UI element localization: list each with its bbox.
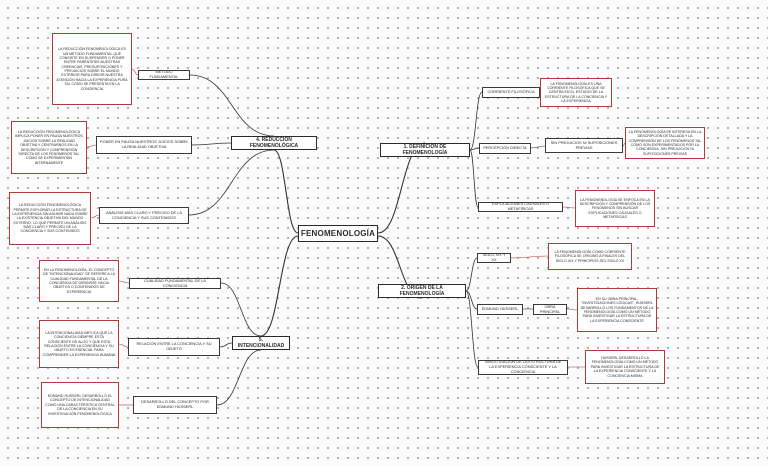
- definicion-mid-prejuicios[interactable]: SIN PREJUICIOS NI SUPOSICIONES PREVIAS: [545, 138, 623, 153]
- origen-sub-husserl[interactable]: EDMUND HUSSERL: [477, 304, 523, 315]
- connector-line: [530, 145, 546, 149]
- connector-line: [118, 280, 130, 284]
- connector-line: [86, 144, 97, 148]
- connector-line: [622, 142, 626, 147]
- branch-origen[interactable]: 2. ORIGEN DE LA FENOMENOLOGÍA: [378, 284, 466, 298]
- reduccion-sub-pausa[interactable]: PONER EN PAUSA NUESTROS JUICIOS SOBRE LA…: [96, 136, 192, 154]
- origen-note-investigacion[interactable]: HUSSERL DESARROLLÓ LA FENOMENOLOGÍA COMO…: [585, 350, 665, 384]
- connector-line: [216, 349, 262, 406]
- connector-line: [188, 149, 275, 216]
- definicion-sub-corriente[interactable]: CORRIENTE FILOSÓFICA: [482, 87, 540, 98]
- origen-note-obra[interactable]: EN SU OBRA PRINCIPAL, "INVESTIGACIONES L…: [577, 288, 657, 332]
- reduccion-note-metodo[interactable]: LA REDUCCIÓN FENOMENOLÓGICA ES UN MÉTODO…: [52, 33, 132, 105]
- branch-definicion[interactable]: 1. DEFINICIÓN DE FENOMENOLOGÍA: [380, 143, 470, 157]
- connector-line: [90, 214, 100, 219]
- intencionalidad-note-cualidad[interactable]: EN LA FENOMENOLOGÍA, EL CONCEPTO DE "INT…: [39, 260, 119, 302]
- definicion-note-percepcion[interactable]: LA FENOMENOLOGÍA SE INTERESA EN LA DESCR…: [625, 127, 705, 159]
- connector-line: [469, 149, 479, 208]
- connector-line: [566, 308, 578, 311]
- connector-line: [260, 235, 299, 337]
- connector-line: [219, 342, 233, 348]
- branch-reduccion[interactable]: 4. REDUCCIÓN FENOMENOLÓGICA: [231, 136, 317, 150]
- origen-mid-obra[interactable]: OBRA PRINCIPAL: [533, 304, 567, 315]
- reduccion-note-analisis[interactable]: LA REDUCCIÓN FENOMENOLÓGICA PERMITE EXPL…: [9, 192, 91, 245]
- origen-note-siglo[interactable]: LA FENOMENOLOGÍA COMO CORRIENTE FILOSÓFI…: [548, 243, 632, 270]
- connector-line: [131, 68, 139, 76]
- intencionalidad-sub-cualidad[interactable]: CUALIDAD FUNDAMENTAL DE LA CONCIENCIA: [129, 278, 221, 289]
- connector-line: [118, 343, 129, 348]
- connector-line: [469, 147, 480, 151]
- central-topic[interactable]: FENOMENOLOGÍA: [298, 225, 378, 242]
- reduccion-note-pausa[interactable]: LA REDUCCIÓN FENOMENOLÓGICA IMPLICA PONE…: [11, 121, 87, 174]
- branch-intencionalidad[interactable]: 5. INTENCIONALIDAD: [232, 336, 290, 350]
- connector-line: [562, 206, 576, 209]
- definicion-note-corriente[interactable]: LA FENOMENOLOGÍA ES UNA CORRIENTE FILOSÓ…: [540, 78, 612, 107]
- connector-line: [469, 91, 483, 151]
- connector-line: [220, 282, 262, 337]
- connector-line: [189, 74, 275, 137]
- connector-line: [465, 290, 479, 368]
- reduccion-sub-analisis[interactable]: ANÁLISIS MÁS CLARO Y PRECISO DE LA CONCI…: [99, 207, 189, 224]
- definicion-sub-percepcion[interactable]: PERCEPCIÓN DIRECTA: [479, 143, 531, 154]
- reduccion-sub-metodo[interactable]: MÉTODO FUNDAMENTAL: [138, 70, 190, 80]
- origen-sub-siglo[interactable]: SIGLO XIX Y XX: [477, 253, 511, 263]
- definicion-sub-explicaciones[interactable]: EXPLICACIONES CAUSALES O METAFÍSICAS: [478, 202, 563, 212]
- intencionalidad-note-desarrollo[interactable]: EDMUND HUSSERL DESARROLLÓ EL CONCEPTO DE…: [41, 382, 119, 428]
- connector-line: [510, 255, 549, 259]
- definicion-note-explicaciones[interactable]: LA FENOMENOLOGÍA SE ENFOCA EN LA DESCRIP…: [575, 190, 655, 227]
- origen-sub-investigacion[interactable]: INVESTIGACIÓN DE LA ESTRUCTURA DE LA EXP…: [478, 360, 568, 375]
- connector-line: [273, 149, 299, 234]
- connector-line: [465, 257, 478, 292]
- connector-line: [191, 142, 232, 146]
- intencionalidad-note-relacion[interactable]: LA INTENCIONALIDAD IMPLICA QUE LA CONCIE…: [39, 320, 119, 368]
- intencionalidad-sub-desarrollo[interactable]: DESARROLLÓ DEL CONCEPTO POR EDMUND HUSSE…: [133, 396, 217, 414]
- intencionalidad-sub-relacion[interactable]: RELACIÓN ENTRE LA CONCIENCIA Y SU OBJETO: [128, 338, 220, 356]
